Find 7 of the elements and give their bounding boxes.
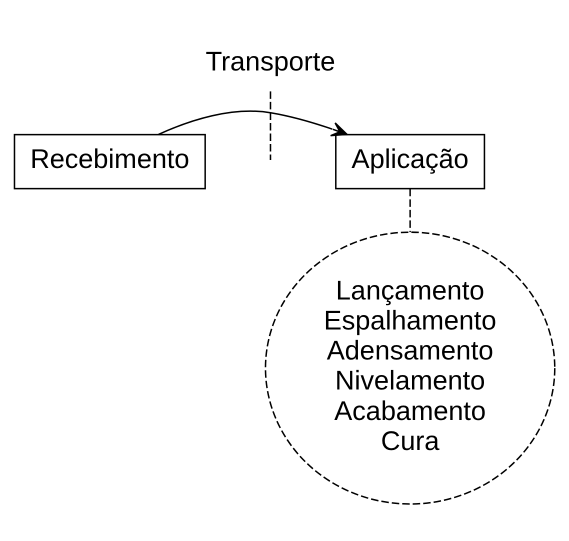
node-circle: Lançamento Espalhamento Adensamento Nivelamento Acabamento Cura <box>264 231 556 505</box>
arrow <box>158 110 348 136</box>
connector <box>409 188 411 232</box>
node-box: Recebimento <box>14 134 206 190</box>
node-text: Transporte <box>206 46 336 77</box>
connector <box>270 91 272 160</box>
node-box: Aplicação <box>335 134 486 190</box>
